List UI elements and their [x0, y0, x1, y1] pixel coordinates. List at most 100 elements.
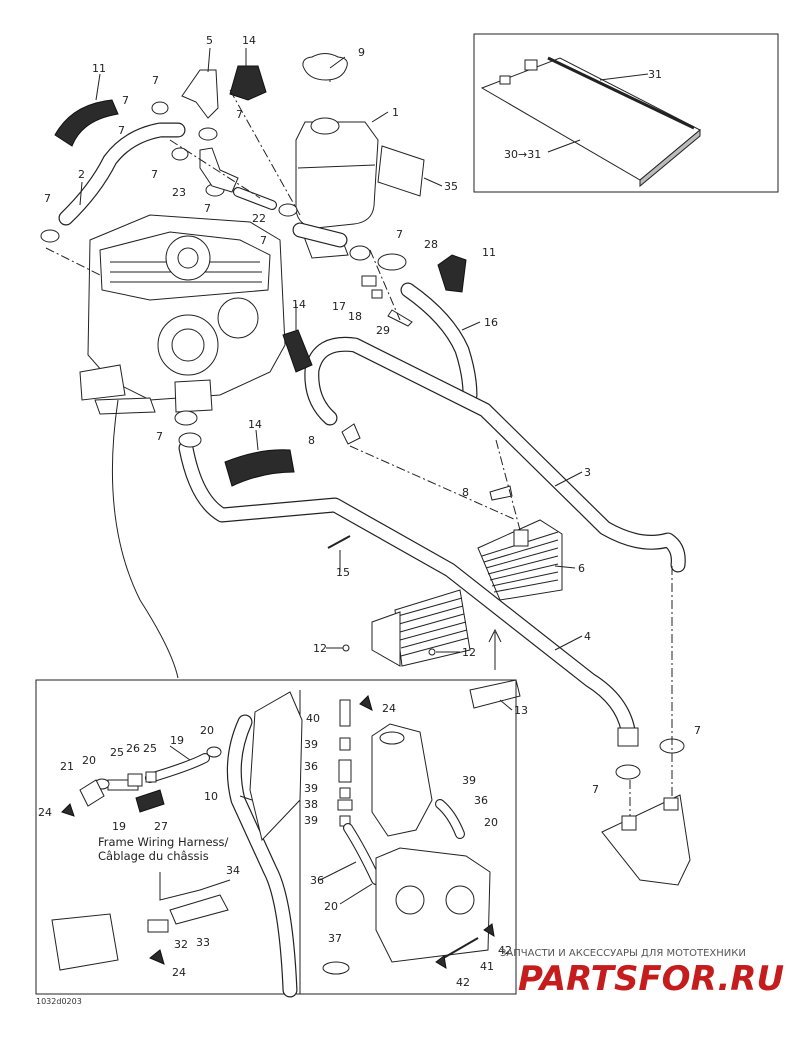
- screw-12-b: [428, 648, 436, 656]
- callout: 5: [206, 34, 213, 47]
- frame-fitting-b: [663, 797, 679, 811]
- clamp-7-d: [171, 147, 189, 161]
- callout: 13: [514, 704, 528, 717]
- screw-12-a: [342, 644, 350, 652]
- inset-top-right: [473, 33, 779, 193]
- engine-small: [375, 847, 491, 963]
- reservoir-level-line: [297, 164, 376, 169]
- callout: 34: [226, 864, 240, 877]
- callout: 7: [122, 94, 129, 107]
- spring-14-lower: [224, 449, 295, 487]
- callout: 7: [694, 724, 701, 737]
- callout: 10: [204, 790, 218, 803]
- hose-16-group: [400, 254, 478, 403]
- tee-38: [337, 799, 353, 811]
- callout: 39: [304, 782, 318, 795]
- sensor-32: [147, 919, 169, 933]
- pipe-4: [179, 441, 635, 737]
- harness-label-line1: Frame Wiring Harness/: [98, 835, 229, 849]
- callout: 39: [462, 774, 476, 787]
- callout: 7: [204, 202, 211, 215]
- callout: 36: [310, 874, 324, 887]
- callout: 19: [112, 820, 126, 833]
- callout: 14: [292, 298, 306, 311]
- plate-strip: [547, 56, 695, 130]
- clamp-7-c: [198, 127, 218, 141]
- callout: 14: [242, 34, 256, 47]
- callout: 27: [154, 820, 168, 833]
- centerlines: [169, 89, 673, 825]
- callout: 24: [172, 966, 186, 979]
- callout: 39: [304, 814, 318, 827]
- water-pump-hub: [171, 328, 205, 362]
- hose-19: [146, 754, 209, 782]
- harness-wire: [159, 872, 231, 901]
- callout: 6: [578, 562, 585, 575]
- clip-8-b: [489, 485, 513, 501]
- callout: 11: [92, 62, 106, 75]
- spring-14-top: [229, 65, 267, 101]
- spring-27: [135, 789, 165, 813]
- callout: 23: [172, 186, 186, 199]
- leader-1: [371, 111, 389, 123]
- watermark-tagline: ЗАПЧАСТИ И АКСЕССУАРЫ ДЛЯ МОТОТЕХНИКИ: [500, 948, 746, 959]
- clip-15: [327, 535, 351, 549]
- clamp-7-k: [615, 764, 641, 780]
- wire-to-inset: [111, 399, 179, 679]
- clip-8-a: [341, 423, 361, 445]
- callout: 7: [592, 783, 599, 796]
- callout: 42: [498, 944, 512, 957]
- engine-base: [94, 397, 156, 415]
- callout: 12: [313, 642, 327, 655]
- callout: 32: [174, 938, 188, 951]
- callout: 7: [236, 108, 243, 121]
- callout: 26: [126, 742, 140, 755]
- callout: 22: [252, 212, 266, 225]
- spring-11-top: [54, 99, 119, 147]
- frame-fitting-a: [621, 815, 637, 831]
- callout: 15: [336, 566, 350, 579]
- harness-34: [169, 894, 229, 925]
- leader-30: [547, 139, 581, 153]
- callout: 3: [584, 466, 591, 479]
- callout: 20: [82, 754, 96, 767]
- bracket-17: [361, 275, 377, 287]
- harness-label-line2: Câblage du châssis: [98, 849, 209, 863]
- pump-outlet: [174, 379, 213, 413]
- spring-14-mid: [282, 329, 313, 373]
- callout: 19: [170, 734, 184, 747]
- fitting-5: [181, 69, 219, 119]
- hose-10: [228, 715, 297, 997]
- callout: 17: [332, 300, 346, 313]
- callout: 28: [424, 238, 438, 251]
- clamp-7-b: [151, 101, 169, 115]
- engine-small-port-a: [395, 885, 425, 915]
- callout: 42: [456, 976, 470, 989]
- fitting-25: [145, 771, 157, 783]
- frame-fragment: [601, 794, 691, 886]
- callout: 20: [324, 900, 338, 913]
- callout: 18: [348, 310, 362, 323]
- callout: 24: [38, 806, 52, 819]
- clamp-28: [377, 253, 407, 271]
- long-pipes: [174, 329, 686, 780]
- callout: 24: [382, 702, 396, 715]
- clamp-7-i: [178, 432, 202, 448]
- tube-36-c: [436, 800, 464, 838]
- hose-16: [401, 283, 477, 402]
- reservoir-filler-neck: [310, 117, 340, 135]
- callout: 7: [156, 430, 163, 443]
- nut-42-a: [483, 923, 495, 937]
- watermark-logo: PARTSFOR.RU: [518, 959, 784, 999]
- lower-exchanger-fins: [397, 597, 469, 657]
- clamp-20-a: [206, 746, 222, 758]
- callout: 8: [462, 486, 469, 499]
- seal-39-b: [339, 787, 351, 799]
- exchanger-inlet: [513, 529, 529, 547]
- hose-22: [234, 188, 276, 209]
- callout: 7: [118, 124, 125, 137]
- callout: 29: [376, 324, 390, 337]
- callout: 1: [392, 106, 399, 119]
- fitting-21: [79, 779, 105, 807]
- bolt-41: [439, 937, 479, 961]
